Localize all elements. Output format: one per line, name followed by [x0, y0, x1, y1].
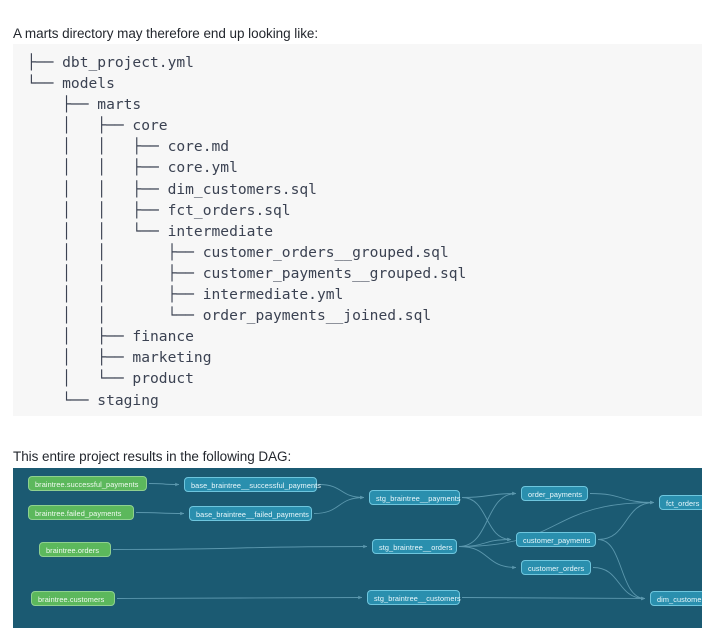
dag-edge-stg_braintree__payments--customer_payments: [461, 497, 512, 542]
dag-paragraph: This entire project results in the follo…: [13, 448, 292, 464]
dag-edge-braintree_orders--stg_braintree__orders: [112, 544, 368, 550]
dag-node-braintree_orders[interactable]: braintree.orders: [39, 542, 111, 557]
dag-edge-layer: [112, 482, 655, 601]
dag-edge-base_braintree__successful_payments--stg_braintree__payments: [318, 484, 365, 500]
dag-node-base_braintree__failed_payments[interactable]: base_braintree__failed_payments: [189, 506, 312, 521]
dag-edge-stg_braintree__customers--dim_customers: [461, 596, 646, 601]
dag-node-label: base_braintree__failed_payments: [196, 509, 310, 519]
directory-tree-code-block: ├── dbt_project.yml └── models ├── marts…: [13, 44, 702, 416]
dag-node-label: customer_payments: [523, 535, 591, 545]
dag-edge-base_braintree__failed_payments--stg_braintree__payments: [313, 495, 365, 514]
dag-node-braintree_successful_payments[interactable]: braintree.successful_payments: [28, 476, 147, 491]
directory-tree-text: ├── dbt_project.yml └── models ├── marts…: [27, 54, 467, 409]
dag-edge-stg_braintree__payments--order_payments: [461, 491, 517, 498]
dag-edge-customer_orders--dim_customers: [592, 567, 646, 601]
dag-edge-braintree_customers--stg_braintree__customers: [116, 595, 363, 600]
dag-node-order_payments[interactable]: order_payments: [521, 486, 588, 501]
dag-node-label: stg_braintree__payments: [376, 493, 461, 503]
dag-node-label: stg_braintree__orders: [379, 542, 453, 552]
intro-paragraph: A marts directory may therefore end up l…: [13, 25, 319, 41]
dag-node-braintree_failed_payments[interactable]: braintree.failed_payments: [28, 505, 134, 520]
dag-edge-stg_braintree__orders--customer_orders: [458, 546, 517, 570]
dag-edge-stg_braintree__orders--fct_orders: [458, 500, 655, 547]
dag-edge-braintree_successful_payments--base_braintree__successful_payments: [148, 482, 180, 487]
dag-node-customer_payments[interactable]: customer_payments: [516, 532, 596, 547]
dag-node-label: braintree.customers: [38, 594, 105, 604]
dag-node-dim_customers[interactable]: dim_customers: [650, 591, 702, 606]
dag-node-label: stg_braintree__customers: [374, 593, 461, 603]
dag-node-label: customer_orders: [528, 563, 585, 573]
dag-node-stg_braintree__payments[interactable]: stg_braintree__payments: [369, 490, 461, 505]
dag-edge-order_payments--fct_orders: [589, 493, 655, 505]
dag-edge-customer_payments--fct_orders: [597, 500, 655, 540]
dag-diagram[interactable]: braintree.successful_payments braintree.f…: [13, 468, 702, 628]
dag-node-label: order_payments: [528, 489, 583, 499]
dag-node-label: base_braintree__successful_payments: [191, 480, 322, 490]
dag-node-fct_orders[interactable]: fct_orders: [659, 495, 702, 510]
dag-node-label: braintree.failed_payments: [35, 508, 122, 518]
dag-node-braintree_customers[interactable]: braintree.customers: [31, 591, 115, 606]
dag-node-stg_braintree__customers[interactable]: stg_braintree__customers: [367, 590, 461, 605]
dag-node-label: fct_orders: [666, 498, 700, 508]
dag-edge-braintree_failed_payments--base_braintree__failed_payments: [135, 511, 185, 516]
dag-node-base_braintree__successful_payments[interactable]: base_braintree__successful_payments: [184, 477, 321, 492]
dag-edge-stg_braintree__orders--order_payments: [458, 491, 517, 547]
dag-node-label: braintree.orders: [46, 545, 100, 555]
dag-node-label: braintree.successful_payments: [35, 479, 139, 489]
dag-edge-customer_payments--dim_customers: [597, 539, 646, 601]
dag-node-stg_braintree__orders[interactable]: stg_braintree__orders: [372, 539, 457, 554]
dag-node-customer_orders[interactable]: customer_orders: [521, 560, 591, 575]
dag-node-label: dim_customers: [657, 594, 702, 604]
